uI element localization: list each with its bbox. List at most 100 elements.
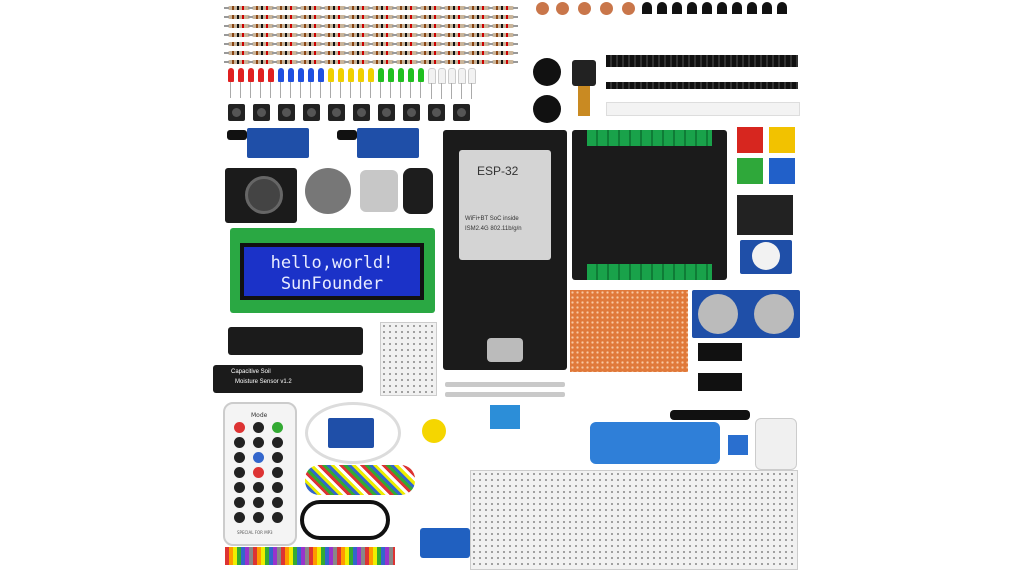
remote-key	[253, 437, 264, 448]
transistor-icon	[747, 2, 757, 14]
led-icon	[398, 68, 404, 98]
seven-segment-display	[737, 195, 793, 235]
soil-sensor-label-2: Moisture Sensor v1.2	[235, 379, 292, 385]
led-icon	[318, 68, 324, 98]
potentiometer	[728, 435, 748, 455]
resistor-icon	[224, 24, 254, 28]
resistor-icon	[320, 33, 350, 37]
led-icon	[248, 68, 254, 98]
resistor-icon	[296, 42, 326, 46]
resistor-icon	[272, 15, 302, 19]
resistor-icon	[368, 33, 398, 37]
resistor-icon	[488, 42, 518, 46]
remote-key	[234, 497, 245, 508]
led-icon	[298, 68, 304, 98]
remote-key	[234, 422, 245, 433]
resistor-icon	[488, 24, 518, 28]
resistor-icon	[392, 6, 422, 10]
resistor-icon	[248, 60, 278, 64]
remote-key	[272, 422, 283, 433]
resistor-icon	[464, 6, 494, 10]
resistor-icon	[248, 51, 278, 55]
resistor-icon	[392, 51, 422, 55]
resistor-row	[224, 31, 538, 39]
led-icon	[418, 68, 424, 98]
resistor-row	[224, 4, 538, 12]
ir-sensor-module	[247, 128, 309, 158]
resistor-icon	[368, 15, 398, 19]
resistor-icon	[272, 24, 302, 28]
resistor-icon	[392, 15, 422, 19]
resistor-icon	[344, 42, 374, 46]
push-button-icon	[278, 104, 295, 121]
resistor-icon	[272, 51, 302, 55]
transistor-icon	[642, 2, 652, 14]
transistor-icon	[672, 2, 682, 14]
resistor-icon	[368, 60, 398, 64]
rubber-ring	[305, 402, 401, 464]
ir-sensor-module-2	[357, 128, 419, 158]
resistor-icon	[464, 42, 494, 46]
push-button-icon	[303, 104, 320, 121]
resistor-icon	[440, 33, 470, 37]
resistor-icon	[464, 15, 494, 19]
led-icon	[368, 68, 374, 98]
resistor-icon	[320, 15, 350, 19]
remote-key	[234, 467, 245, 478]
resistor-icon	[368, 6, 398, 10]
resistor-icon	[248, 24, 278, 28]
remote-footer-label: SPECIAL FOR MP3	[237, 530, 273, 535]
resistor-icon	[344, 51, 374, 55]
fan-blade	[405, 402, 463, 460]
resistor-icon	[224, 42, 254, 46]
ultrasonic-sensor	[692, 290, 800, 338]
resistor-icon	[440, 24, 470, 28]
resistor-icon	[344, 15, 374, 19]
push-button-icon	[403, 104, 420, 121]
large-button-cap	[305, 168, 351, 214]
remote-key	[253, 467, 264, 478]
led-icon	[448, 68, 456, 99]
ir-remote: Mode SPECIAL FOR MP3	[223, 402, 297, 546]
resistor-icon	[296, 60, 326, 64]
led-icon	[288, 68, 294, 98]
led-icon	[348, 68, 354, 98]
soil-sensor-label-1: Capacitive Soil	[231, 369, 271, 375]
led-icon	[458, 68, 466, 99]
push-button-icon	[228, 104, 245, 121]
yellow-button-cap	[769, 127, 795, 153]
resistor-icon	[224, 15, 254, 19]
resistor-icon	[296, 24, 326, 28]
transistor-icon	[657, 2, 667, 14]
remote-key	[272, 482, 283, 493]
led-icon	[378, 68, 384, 98]
resistor-icon	[320, 60, 350, 64]
led-icon	[268, 68, 274, 98]
led-icon	[428, 68, 436, 99]
resistor-icon	[416, 51, 446, 55]
led-icon	[338, 68, 344, 98]
remote-key	[234, 452, 245, 463]
remote-key	[253, 497, 264, 508]
led-icon	[278, 68, 284, 98]
led-icon	[308, 68, 314, 98]
usb-cable	[300, 500, 390, 540]
resistor-icon	[248, 15, 278, 19]
resistor-icon	[416, 60, 446, 64]
resistor-icon	[344, 33, 374, 37]
resistor-icon	[464, 60, 494, 64]
esp32-subtitle-b: ISM2.4G 802.11b/g/n	[465, 226, 522, 232]
led-icon	[358, 68, 364, 98]
jumper-wire-bundle	[305, 465, 415, 495]
esp32-board: ESP-32 WiFi+BT SoC inside ISM2.4G 802.11…	[443, 130, 567, 370]
push-button-icon	[253, 104, 270, 121]
led-icon	[328, 68, 334, 98]
ic-chip	[698, 343, 742, 361]
red-button-cap	[737, 127, 763, 153]
resistor-icon	[296, 33, 326, 37]
resistor-icon	[344, 24, 374, 28]
led-icon	[408, 68, 414, 98]
resistor-icon	[392, 33, 422, 37]
ceramic-capacitors	[536, 2, 636, 42]
resistor-icon	[224, 60, 254, 64]
